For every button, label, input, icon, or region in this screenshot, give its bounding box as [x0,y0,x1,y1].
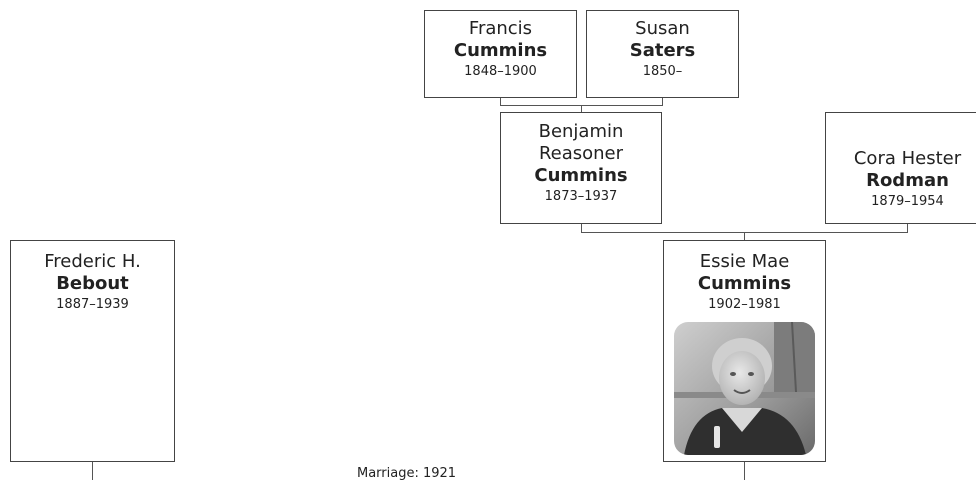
person-card-susan-saters[interactable]: Susan Saters 1850– [586,10,739,98]
life-dates: 1848–1900 [464,64,537,79]
surname: Bebout [56,273,129,294]
person-card-benjamin-cummins[interactable]: Benjamin Reasoner Cummins 1873–1937 [500,112,662,224]
given-name: Frederic H. [44,251,141,272]
person-card-cora-rodman[interactable]: Cora Hester Rodman 1879–1954 [825,112,976,224]
portrait-image [674,322,815,455]
connector-line [744,462,745,480]
marriage-label: Marriage: 1921 [357,466,457,481]
given-name: Cora Hester [853,148,962,169]
person-card-essie-cummins[interactable]: Essie Mae Cummins 1902–1981 [663,240,826,462]
portrait-photo [674,322,815,455]
connector-line [744,232,745,240]
connector-line [581,105,582,112]
person-card-francis-cummins[interactable]: Francis Cummins 1848–1900 [424,10,577,98]
life-dates: 1873–1937 [544,189,618,204]
given-name-first: Benjamin [538,121,624,142]
connector-line [907,224,908,232]
connector-line [500,98,501,105]
given-name: Francis [468,18,533,39]
life-dates: 1850– [642,64,683,79]
person-card-frederic-bebout[interactable]: Frederic H. Bebout 1887–1939 [10,240,175,462]
connector-line [92,462,93,480]
life-dates: 1879–1954 [871,194,944,209]
life-dates: 1902–1981 [708,297,781,312]
given-name-middle: Reasoner [538,143,624,164]
surname: Cummins [534,165,628,186]
given-name: Essie Mae [699,251,790,272]
surname: Cummins [453,40,548,61]
surname: Rodman [866,170,949,191]
life-dates: 1887–1939 [56,297,129,312]
surname: Cummins [697,273,792,294]
given-name: Susan [635,18,690,39]
connector-line [581,224,582,232]
surname: Saters [629,40,696,61]
connector-line [662,98,663,105]
